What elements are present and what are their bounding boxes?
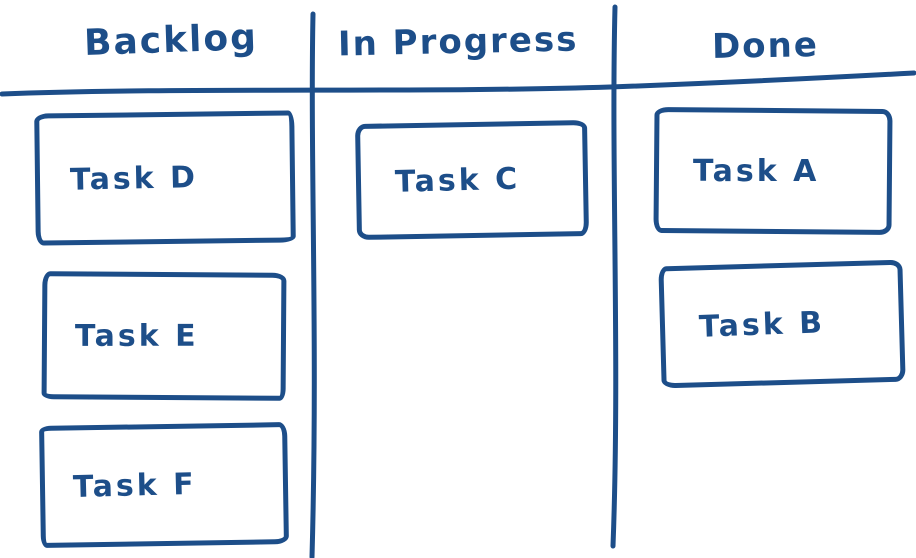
task-card-c[interactable]: Task C: [355, 119, 589, 241]
header-underline: [0, 70, 916, 97]
task-card-label: Task C: [394, 161, 521, 200]
task-card-a[interactable]: Task A: [653, 106, 893, 236]
column-header-in-progress: In Progress: [337, 19, 579, 65]
task-card-label: Task A: [693, 153, 820, 189]
task-card-d[interactable]: Task D: [34, 110, 296, 246]
task-card-label: Task F: [72, 466, 198, 505]
task-card-b[interactable]: Task B: [658, 259, 906, 389]
column-header-done: Done: [711, 25, 820, 67]
task-card-label: Task D: [69, 159, 199, 198]
column-header-backlog: Backlog: [83, 16, 259, 65]
column-divider-backlog-progress: [309, 11, 317, 558]
task-card-label: Task B: [698, 304, 826, 345]
task-card-label: Task E: [74, 318, 199, 354]
task-card-f[interactable]: Task F: [39, 422, 289, 548]
task-card-e[interactable]: Task E: [41, 271, 287, 401]
column-divider-progress-done: [610, 4, 619, 549]
